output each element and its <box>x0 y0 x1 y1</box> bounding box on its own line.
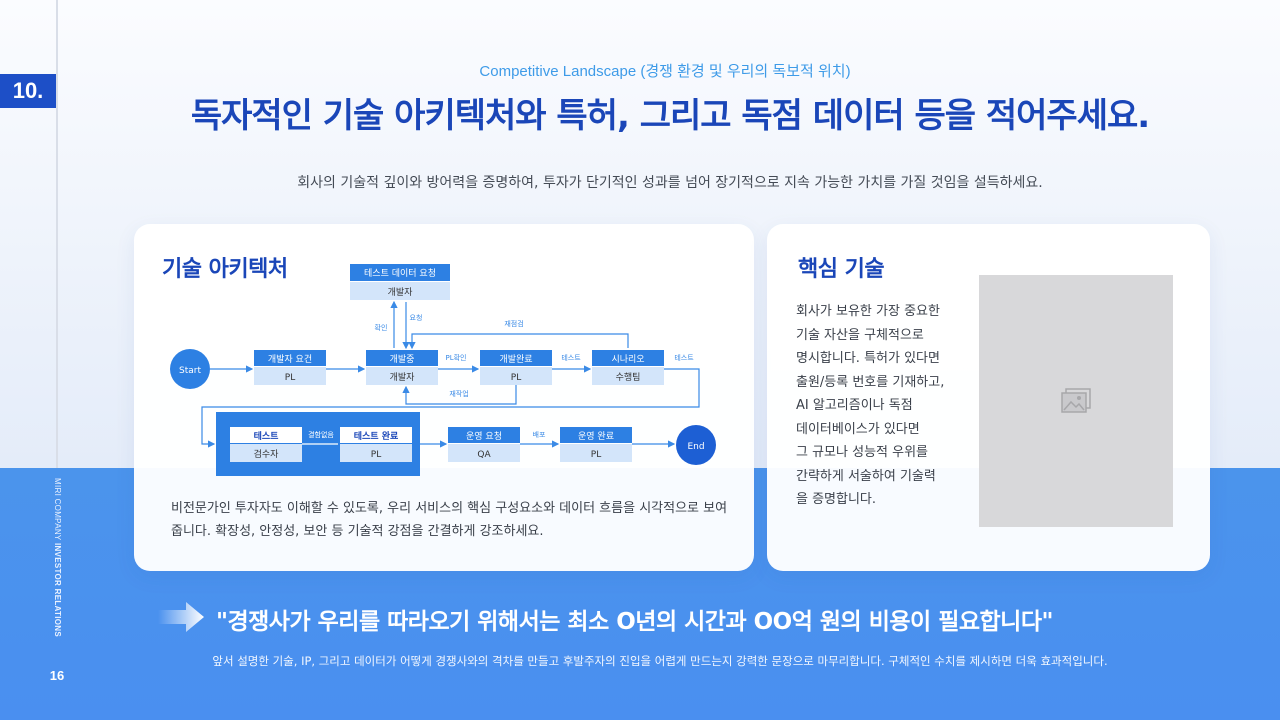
box-test-data-request: 테스트 데이터 요청 개발자 <box>350 264 450 300</box>
box-test-complete: 테스트 완료 PL <box>340 427 412 462</box>
box-scenario-role: 수행팀 <box>616 371 641 383</box>
arrow-scenario-to-test-group <box>201 368 700 448</box>
brand-prefix: MIRI COMPANY <box>53 478 62 543</box>
box-test-title: 테스트 <box>254 430 280 442</box>
edge-label-test-1: 테스트 <box>561 354 581 362</box>
architecture-card: 기술 아키텍처 테스트 데이터 요청 개발자 Start 개발자 요건 PL 개… <box>134 224 754 571</box>
description-line: AI 알고리즘이나 독점 <box>796 398 913 413</box>
closing-note: 앞서 설명한 기술, IP, 그리고 데이터가 어떻게 경쟁사와의 격차를 만들… <box>212 654 1108 668</box>
box-test-role: 검수자 <box>254 448 280 460</box>
box-test: 테스트 검수자 <box>230 427 302 462</box>
arrow-rework-top-loop <box>408 333 629 350</box>
box-ops-request-role: QA <box>477 450 491 460</box>
box-scenario-title: 시나리오 <box>611 354 644 365</box>
box-ops-complete-title: 운영 완료 <box>578 431 614 442</box>
description-line: 데이터베이스가 있다면 <box>796 421 920 437</box>
description-line: 출원/등록 번호를 기재하고, <box>796 374 945 390</box>
edge-label-pl-confirm: PL확인 <box>445 353 466 362</box>
flow-start-node <box>170 349 210 389</box>
box-developing: 개발중 개발자 <box>366 350 438 385</box>
architecture-card-title: 기술 아키텍처 <box>162 257 288 282</box>
image-placeholder-icon <box>1061 388 1091 413</box>
box-ops-complete-role: PL <box>591 450 601 460</box>
box-test-data-request-role: 개발자 <box>388 287 414 298</box>
box-dev-requirements-role: PL <box>285 373 295 383</box>
box-ops-request-title: 운영 요청 <box>466 431 502 442</box>
box-ops-complete: 운영 완료 PL <box>560 427 632 462</box>
architecture-flow-diagram: 테스트 데이터 요청 개발자 Start 개발자 요건 PL 개발중 개발자 개… <box>170 264 716 476</box>
description-line: 간략하게 서술하여 기술력 <box>796 468 936 484</box>
edge-label-request: 요청 <box>410 314 423 322</box>
core-tech-image-placeholder[interactable] <box>979 275 1173 527</box>
box-dev-requirements-title: 개발자 요건 <box>268 354 312 365</box>
description-line: 그 규모나 성능적 우위를 <box>796 445 928 460</box>
description-line: 기술 자산을 구체적으로 <box>796 327 924 343</box>
edge-label-deploy: 배포 <box>533 430 546 439</box>
box-scenario: 시나리오 수행팀 <box>592 350 664 385</box>
box-test-data-request-title: 테스트 데이터 요청 <box>364 268 436 279</box>
page-number: 16 <box>49 668 65 683</box>
flow-start-label: Start <box>179 366 201 376</box>
box-ops-request: 운영 요청 QA <box>448 427 520 462</box>
section-number-badge: 10. <box>0 74 56 108</box>
section-eyebrow: Competitive Landscape (경쟁 환경 및 우리의 독보적 위… <box>479 63 851 80</box>
brand-bold: INVESTOR RELATIONS <box>53 542 62 637</box>
box-dev-requirements: 개발자 요건 PL <box>254 350 326 385</box>
arrow-rework-bottom-loop <box>402 385 517 405</box>
box-dev-complete-role: PL <box>511 373 521 383</box>
box-test-complete-title: 테스트 완료 <box>354 430 399 442</box>
description-line: 회사가 보유한 가장 중요한 <box>796 304 940 319</box>
box-dev-complete-title: 개발완료 <box>499 354 532 365</box>
closing-quote: "경쟁사가 우리를 따라오기 위해서는 최소 O년의 시간과 OO억 원의 비용… <box>216 609 1053 635</box>
description-line: 명시합니다. 특허가 있다면 <box>796 351 940 366</box>
box-developing-role: 개발자 <box>390 372 416 383</box>
box-developing-title: 개발중 <box>390 354 415 365</box>
edge-label-rework-bottom: 재작업 <box>449 389 468 398</box>
right-arrow-icon <box>158 602 204 632</box>
edge-label-rework-top: 재점검 <box>504 320 523 328</box>
side-divider-line <box>56 0 58 468</box>
core-tech-card-description: 회사가 보유한 가장 중요한 기술 자산을 구체적으로 명시합니다. 특허가 있… <box>796 300 971 512</box>
description-line: 을 증명합니다. <box>796 492 877 507</box>
edge-label-confirm: 확인 <box>375 323 388 332</box>
edge-label-test-2: 테스트 <box>674 354 694 362</box>
slide-subline: 회사의 기술적 깊이와 방어력을 증명하여, 투자가 단기적인 성과를 넘어 장… <box>297 175 1043 191</box>
box-test-complete-role: PL <box>371 450 381 460</box>
core-tech-card-title: 핵심 기술 <box>798 257 885 282</box>
slide-headline: 독자적인 기술 아키텍처와 특허, 그리고 독점 데이터 등을 적어주세요. <box>190 96 1150 136</box>
flow-end-label: End <box>687 442 704 452</box>
core-tech-card: 핵심 기술 회사가 보유한 가장 중요한 기술 자산을 구체적으로 명시합니다.… <box>767 224 1210 571</box>
architecture-card-description: 비전문가인 투자자도 이해할 수 있도록, 우리 서비스의 핵심 구성요소와 데… <box>171 501 728 539</box>
brand-vertical-label: MIRI COMPANY INVESTOR RELATIONS <box>50 478 62 653</box>
flow-end-node <box>676 425 716 465</box>
edge-label-issue-free: 결함없음 <box>308 430 334 439</box>
box-dev-complete: 개발완료 PL <box>480 350 552 385</box>
